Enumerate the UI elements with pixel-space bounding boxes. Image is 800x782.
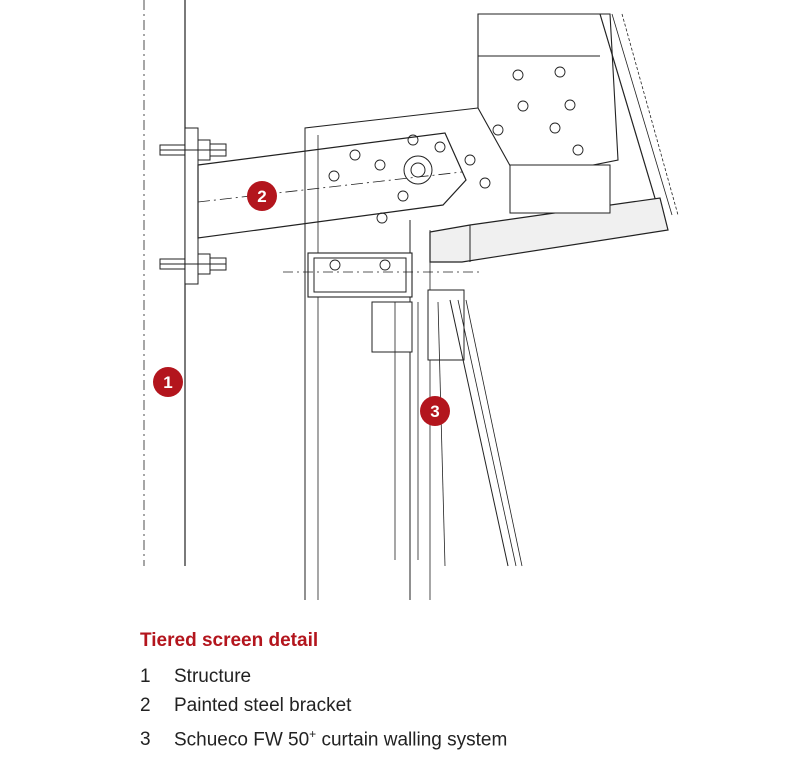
callout-2: 2 — [247, 181, 277, 211]
svg-text:3: 3 — [430, 402, 439, 421]
legend-item-number: 1 — [140, 666, 151, 687]
legend: Tiered screen detail 1 Structure 2 Paint… — [140, 628, 740, 754]
legend-item-curtain-walling: 3 Schueco FW 50+ curtain walling system — [140, 720, 740, 754]
edge-plate — [429, 164, 669, 263]
legend-title: Tiered screen detail — [140, 630, 319, 651]
base-plate — [159, 127, 227, 285]
legend-item-label: Schueco FW 50+ curtain walling system — [174, 727, 508, 751]
bolt-upper — [159, 139, 227, 161]
legend-item-label: Painted steel bracket — [174, 695, 352, 716]
legend-item-number: 2 — [140, 695, 151, 716]
callout-1: 1 — [153, 367, 183, 397]
lower-clamp — [283, 252, 480, 298]
legend-item-label: Structure — [174, 666, 252, 687]
legend-item-number: 3 — [140, 729, 151, 751]
svg-text:2: 2 — [257, 187, 266, 206]
steel-bracket — [197, 132, 467, 239]
section-drawing: 1 2 3 — [143, 0, 679, 600]
callout-3: 3 — [420, 396, 450, 426]
legend-item-bracket: 2 Painted steel bracket — [140, 691, 740, 720]
curtain-wall-profile — [371, 289, 523, 567]
structure-edge — [143, 0, 186, 566]
legend-item-structure: 1 Structure — [140, 662, 740, 691]
fasteners — [328, 66, 584, 271]
bolt-lower — [159, 253, 227, 275]
svg-text:1: 1 — [163, 373, 172, 392]
